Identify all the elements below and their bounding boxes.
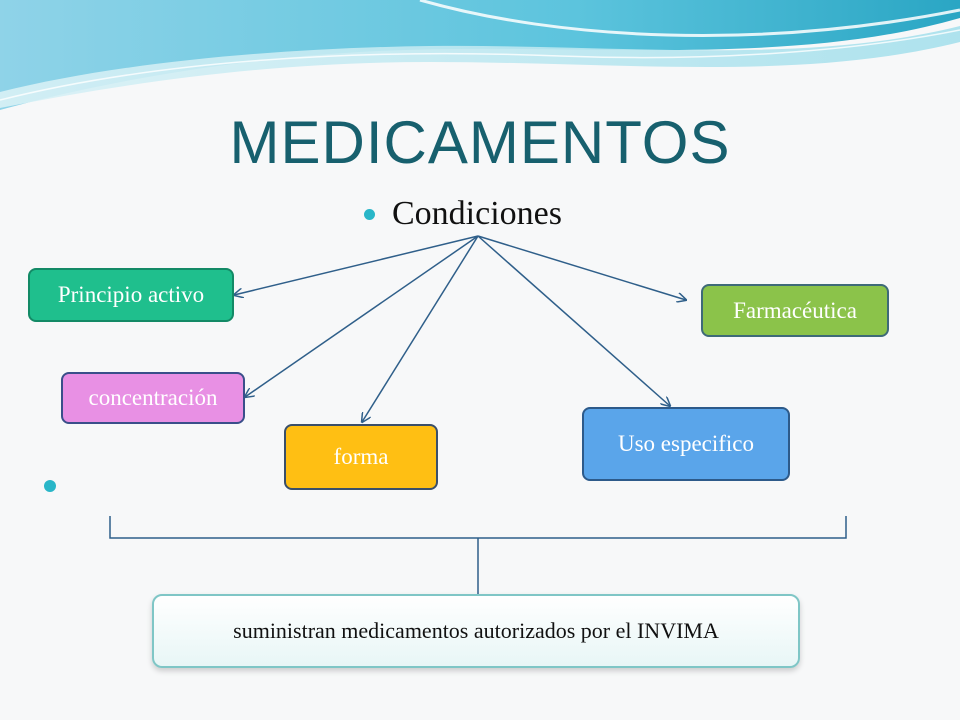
arrow-to-principio-activo: [234, 235, 479, 295]
node-concentracion: concentración: [61, 372, 245, 424]
page-title: MEDICAMENTOS: [229, 109, 731, 176]
header-wave-decoration: [0, 0, 960, 110]
bullet-icon: [364, 208, 375, 220]
node-principio-activo: Principio activo: [28, 268, 234, 322]
subtitle-bullet: Condiciones: [364, 192, 562, 236]
arrow-to-farmaceutica: [477, 235, 686, 300]
arrow-to-concentracion: [245, 235, 479, 397]
empty-bullet-icon: [44, 480, 56, 492]
arrow-to-forma: [362, 235, 479, 422]
node-forma: forma: [284, 424, 438, 490]
summary-box: suministran medicamentos autorizados por…: [152, 594, 800, 668]
node-uso-especifico: Uso especifico: [582, 407, 790, 481]
arrow-to-uso-especifico: [477, 235, 670, 406]
node-farmaceutica: Farmacéutica: [701, 284, 889, 337]
bracket-connector: [109, 516, 847, 594]
subtitle-text: Condiciones: [392, 195, 562, 232]
